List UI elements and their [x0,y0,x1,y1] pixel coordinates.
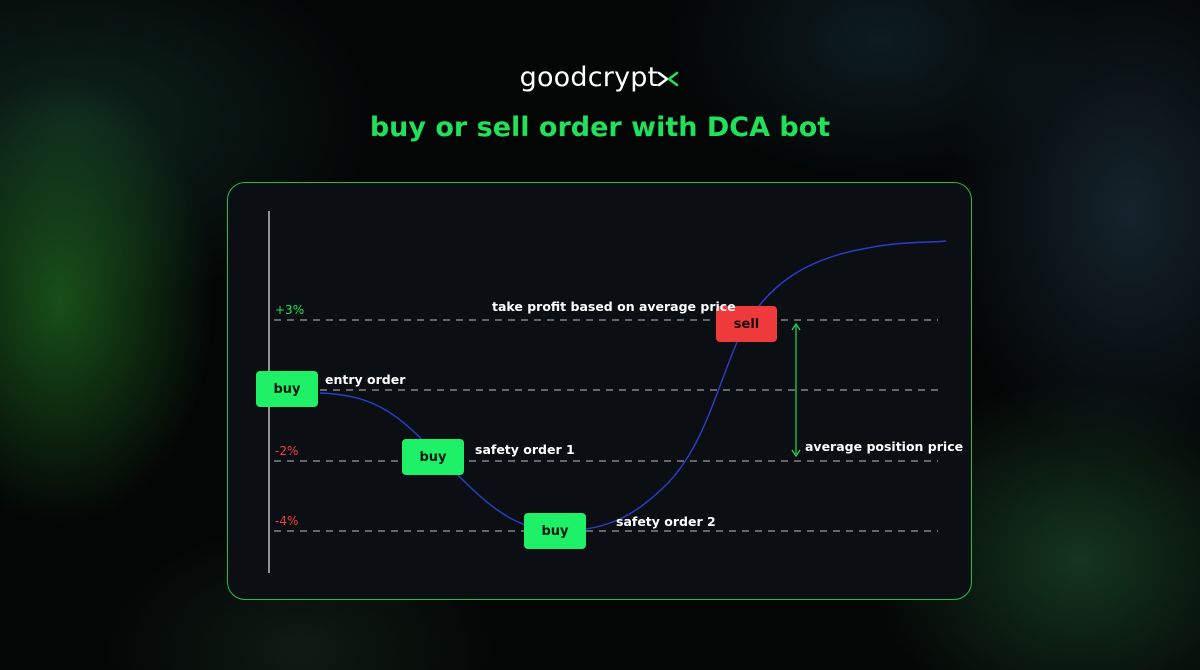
safety-order-1-label: safety order 1 [475,442,575,457]
safety-order-2-label: safety order 2 [616,514,716,529]
arrow-head-down [791,449,801,458]
entry-order-label: entry order [325,372,406,387]
level-label-minus2: -2% [275,444,299,458]
logo-wordmark: goodcrypt [519,62,659,93]
level-label-plus3: +3% [275,303,305,317]
x-mark-icon [658,71,679,87]
dca-diagram [268,211,947,573]
arrow-head-up [791,322,801,331]
page-title: buy or sell order with DCA bot [369,112,831,143]
level-label-minus4: -4% [275,514,299,528]
average-position-price-label: average position price [805,439,964,454]
goodcrypto-logo: goodcrypt [0,62,1200,93]
dca-diagram-panel: +3% -2% -4% buy entry order buy safety o… [227,182,972,600]
entry-buy-button[interactable]: buy [256,371,318,407]
take-profit-sell-button[interactable]: sell [716,306,777,342]
price-curve [319,240,947,532]
safety-order-2-buy-button[interactable]: buy [524,513,586,549]
take-profit-label: take profit based on average price [492,299,736,314]
safety-order-1-buy-button[interactable]: buy [402,439,464,475]
